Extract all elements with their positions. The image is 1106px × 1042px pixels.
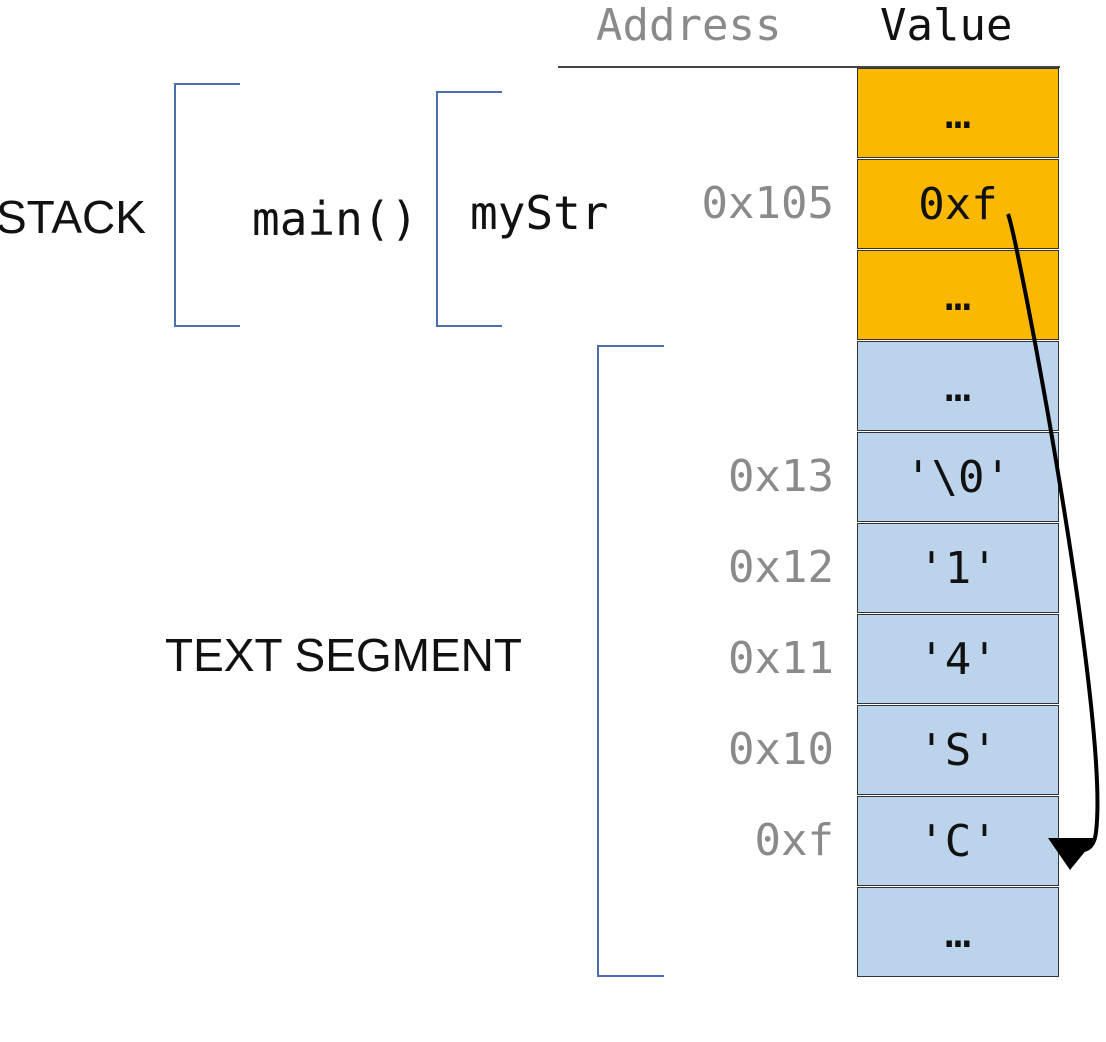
memory-cell-address: 0x12 (728, 542, 834, 593)
stack-bracket (174, 83, 240, 327)
memory-cell-value: '1' (857, 523, 1059, 613)
memory-cell-address: 0xf (754, 815, 834, 866)
text-segment-bracket (597, 345, 664, 977)
pointer-arrow-line (1006, 213, 1100, 853)
memory-cell-value: … (857, 68, 1059, 158)
header-rule (558, 66, 1060, 68)
address-column-header: Address (596, 0, 782, 51)
pointer-arrowhead (1048, 838, 1096, 870)
memory-cell-value: 'S' (857, 705, 1059, 795)
memory-cell-address: 0x13 (728, 451, 834, 502)
memory-cell-value: 'C' (857, 796, 1059, 886)
memory-cell-value: '\0' (857, 432, 1059, 522)
memory-cell-value: … (857, 341, 1059, 431)
memory-cell-value: … (857, 887, 1059, 977)
mystr-variable-label: myStr (470, 186, 609, 240)
stack-label: STACK (0, 191, 146, 243)
memory-cell-address: 0x10 (728, 724, 834, 775)
memory-cell-address: 0x105 (701, 178, 834, 229)
main-frame-label: main() (252, 192, 419, 246)
memory-cell-address: 0x11 (728, 633, 834, 684)
memory-cell-value: 0xf (857, 159, 1059, 249)
memory-cell-value: '4' (857, 614, 1059, 704)
text-segment-label: TEXT SEGMENT (165, 629, 522, 681)
main-bracket (436, 91, 502, 327)
value-column-header: Value (880, 0, 1013, 51)
